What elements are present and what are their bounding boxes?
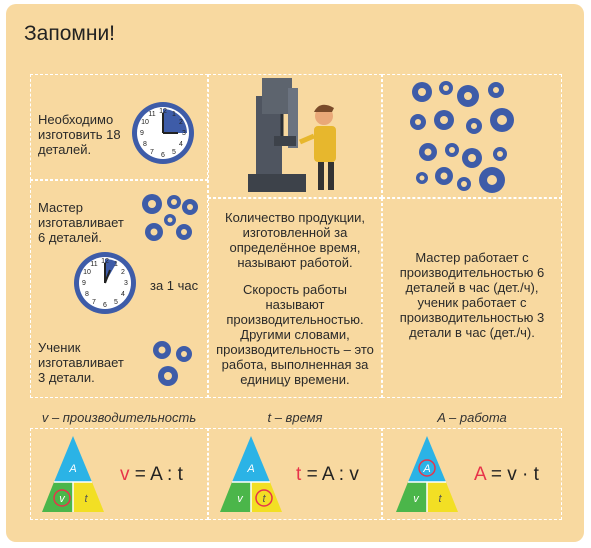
triangle-letter-a: A (422, 463, 430, 475)
cell-formula-v (30, 428, 208, 520)
triangle-letter-t: t (84, 493, 88, 505)
formula-t-rhs: = A : v (306, 464, 359, 485)
svg-text:9: 9 (140, 130, 144, 137)
svg-text:1: 1 (172, 111, 176, 118)
triangle-letter-t: t (262, 493, 266, 505)
formula-triangle-icon: A v t (220, 436, 282, 512)
formula-a: A = v · t (474, 464, 539, 486)
need-text: Необходимо изготовить 18 деталей. (38, 112, 121, 157)
cell-formula-a (382, 428, 562, 520)
formula-v-rhs: = A : t (134, 464, 183, 485)
svg-text:1: 1 (114, 261, 118, 268)
triangle-letter-v: v (59, 493, 66, 505)
cell-need (30, 74, 208, 180)
per-hour-text: за 1 час (150, 278, 199, 293)
worker-at-machine-illustration (248, 78, 336, 192)
definition-productivity-text: Скорость работы называют производительно… (216, 282, 374, 387)
svg-text:11: 11 (90, 261, 97, 268)
master-text: Мастер изготавливает 6 деталей. (38, 200, 124, 245)
gears-small-icon (142, 194, 198, 241)
formula-t: t = A : v (296, 464, 359, 486)
svg-text:12: 12 (159, 108, 167, 115)
svg-text:10: 10 (83, 269, 91, 276)
example-text: Мастер работает с производительностью 6 … (399, 250, 545, 340)
cell-definitions (208, 198, 382, 398)
svg-text:2: 2 (121, 269, 125, 276)
triangle-letter-t: t (438, 493, 442, 505)
formula-v-lhs: v (120, 464, 130, 485)
triangle-letter-v: v (237, 493, 244, 505)
svg-text:6: 6 (161, 152, 165, 159)
cell-gears (382, 74, 562, 198)
formula-t-lhs: t (296, 464, 302, 485)
gears-small-icon (153, 341, 192, 386)
formula-a-rhs: = v · t (490, 464, 539, 485)
svg-text:5: 5 (172, 149, 176, 156)
svg-text:8: 8 (85, 291, 89, 298)
svg-text:6: 6 (103, 302, 107, 309)
formula-a-lhs: A (474, 464, 486, 485)
triangle-letter-v: v (413, 493, 420, 505)
svg-text:3: 3 (124, 280, 128, 287)
svg-text:11: 11 (148, 111, 155, 118)
svg-text:7: 7 (150, 149, 154, 156)
svg-text:9: 9 (82, 280, 86, 287)
definition-work-text: Количество продукции, изготовленной за о… (225, 210, 365, 270)
svg-text:7: 7 (92, 299, 96, 306)
formula-v: v = A : t (120, 464, 183, 486)
svg-text:2: 2 (179, 119, 183, 126)
svg-text:10: 10 (141, 119, 149, 126)
legend-t-label: t – время (267, 410, 323, 425)
triangle-letter-a: A (68, 463, 76, 475)
legend-a-label: A – работа (437, 410, 507, 425)
cell-worker-image (208, 74, 382, 198)
page-title: Запомни! (24, 22, 116, 45)
formula-triangle-icon: A v t (396, 436, 458, 512)
student-text: Ученик изготавливает 3 детали. (38, 340, 124, 385)
formula-triangle-icon: A v t (42, 436, 104, 512)
svg-text:5: 5 (114, 299, 118, 306)
svg-text:3: 3 (182, 130, 186, 137)
gears-cluster-icon (410, 81, 514, 193)
svg-text:4: 4 (179, 141, 183, 148)
cell-master (30, 180, 208, 398)
svg-text:12: 12 (101, 258, 109, 265)
svg-text:4: 4 (121, 291, 125, 298)
legend-v-label: v – производительность (41, 410, 197, 425)
cell-formula-t (208, 428, 382, 520)
svg-text:8: 8 (143, 141, 147, 148)
cell-example (382, 198, 562, 398)
triangle-letter-a: A (246, 463, 254, 475)
